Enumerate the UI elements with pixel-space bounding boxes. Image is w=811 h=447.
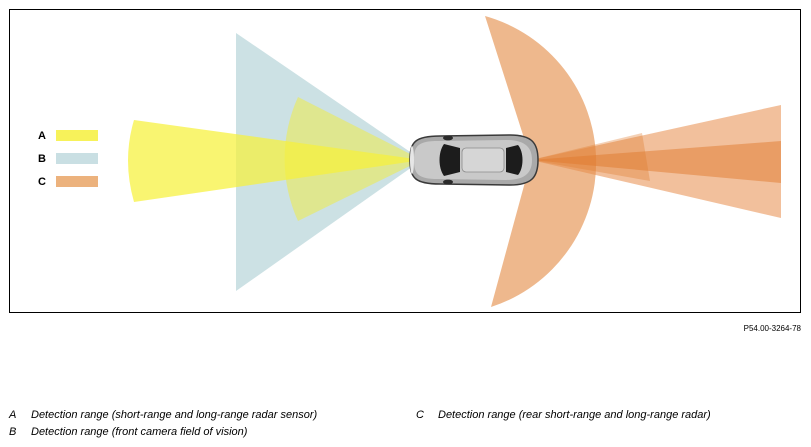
diagram-frame: A B C [9,9,801,313]
car-top-view [409,134,539,186]
radar-front-long-range-a [128,120,422,202]
caption-a: A Detection range (short-range and long-r… [9,409,317,421]
legend-label-a: A [38,130,46,142]
radar-rear-cross-beam-c [531,133,650,181]
radar-rear-narrow-beam-c [531,141,781,183]
legend-label-c: C [38,176,46,188]
legend-label-b: B [38,153,46,165]
caption-key-c: C [416,409,424,421]
caption-text-b: Detection range (front camera field of v… [31,426,248,438]
legend: A B C [38,130,98,188]
caption-key-a: A [9,409,17,421]
caption-text-c: Detection range (rear short-range and lo… [438,409,711,421]
caption-b: B Detection range (front camera field of … [9,426,247,438]
legend-swatch-c [56,176,98,187]
legend-swatch-b [56,153,98,164]
detection-range-diagram: A B C [38,16,781,307]
caption-c: C Detection range (rear short-range and l… [416,409,711,421]
figure-reference-code: P54.00-3264-78 [743,324,801,333]
caption-text-a: Detection range (short-range and long-ra… [31,409,318,421]
legend-swatch-a [56,130,98,141]
caption-key-b: B [9,426,17,438]
